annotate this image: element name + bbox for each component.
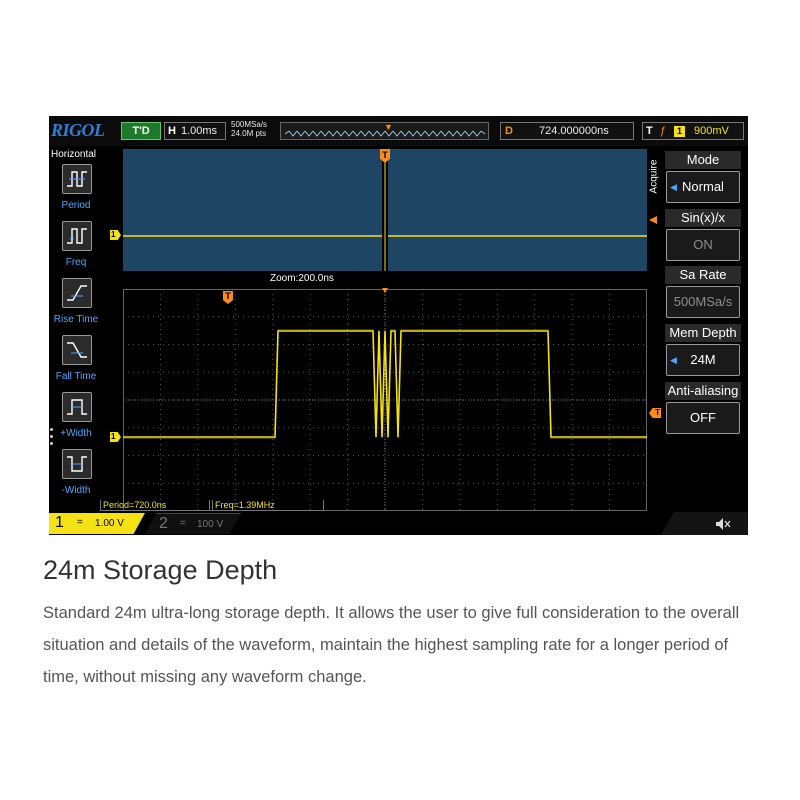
frequency-label: Freq — [65, 257, 87, 268]
mode-value: Normal — [682, 179, 724, 194]
mem-depth-selector[interactable]: ◀ 24M — [666, 344, 740, 376]
zoom-trace-noise — [123, 329, 647, 439]
channel-2-indicator[interactable]: 2 = 100 V — [145, 513, 241, 534]
center-marker — [382, 288, 388, 293]
sa-rate-value[interactable]: 500MSa/s — [666, 286, 740, 318]
delay-box[interactable]: D 724.000000ns — [500, 122, 634, 140]
memory-position-strip[interactable]: ▼ — [280, 122, 489, 140]
sample-rate-readout: 500MSa/s — [231, 120, 268, 129]
negative-width-label: -Width — [61, 485, 91, 496]
period-measurement: Period=720.0ns — [100, 500, 210, 511]
memory-points-readout: 24.0M pts — [231, 129, 267, 138]
timebase-value: 1.00ms — [180, 125, 218, 137]
timebase-box[interactable]: H 1.00ms — [164, 122, 226, 140]
top-status-bar: RIGOL T'D H 1.00ms 500MSa/s 24.0M pts ▼ D… — [49, 116, 748, 146]
trigger-level: 900mV — [694, 125, 729, 137]
channel-2-scale: 100 V — [197, 519, 224, 530]
mode-selector[interactable]: ◀ Normal — [666, 171, 740, 203]
positive-width-button[interactable] — [62, 392, 92, 422]
acquire-section-label: Acquire — [648, 149, 663, 207]
channel-1-indicator[interactable]: 1 = 1.00 V — [49, 513, 145, 534]
trigger-level-marker: T — [649, 408, 661, 418]
horizontal-key: H — [168, 125, 176, 137]
run-state-badge[interactable]: T'D — [121, 122, 161, 140]
trigger-position-icon: ▼ — [384, 122, 393, 132]
acquire-title: Acquire — [648, 159, 660, 194]
mem-depth-value: 24M — [690, 352, 716, 367]
period-button[interactable] — [62, 164, 92, 194]
negative-width-button[interactable] — [62, 449, 92, 479]
oscilloscope-screen: RIGOL T'D H 1.00ms 500MSa/s 24.0M pts ▼ D… — [49, 116, 748, 535]
rigol-logo: RIGOL — [51, 120, 105, 140]
channel-2-number: 2 — [159, 515, 168, 532]
period-icon — [67, 171, 87, 187]
zoom-trigger-marker: T — [223, 291, 233, 304]
sa-rate-label: Sa Rate — [665, 266, 741, 284]
left-arrow-icon: ◀ — [670, 355, 677, 365]
fall-time-icon — [67, 342, 87, 358]
speaker-muted-icon — [716, 518, 731, 530]
main-waveform-plot — [123, 161, 647, 271]
channel-1-number: 1 — [55, 514, 64, 531]
frequency-button[interactable]: ↔ — [62, 221, 92, 251]
channel-2-coupling: = — [180, 518, 186, 529]
positive-width-label: +Width — [60, 428, 92, 439]
main-channel-marker: 1 — [110, 230, 121, 240]
svg-text:↔: ↔ — [68, 233, 76, 242]
zoom-channel-marker: 1 — [110, 432, 121, 442]
mode-label: Mode — [665, 151, 741, 169]
fall-time-button[interactable] — [62, 335, 92, 365]
sinx-toggle[interactable]: ON — [666, 229, 740, 261]
channel-bar: 1 = 1.00 V 2 = 100 V — [49, 512, 748, 535]
sinx-label: Sin(x)/x — [665, 209, 741, 227]
memory-waveform-icon — [285, 131, 486, 137]
channel-1-coupling: = — [77, 517, 83, 528]
menu-title: Horizontal — [51, 149, 97, 160]
anti-aliasing-label: Anti-aliasing — [665, 382, 741, 400]
acquire-menu: Acquire Mode ◀ Normal Sin(x)/x ON Sa Rate… — [648, 149, 748, 449]
zoom-grid — [123, 289, 647, 511]
frequency-measurement: Freq=1.39MHz — [212, 500, 324, 511]
positive-width-icon — [67, 399, 87, 415]
anti-aliasing-toggle[interactable]: OFF — [666, 402, 740, 434]
fall-time-label: Fall Time — [55, 371, 97, 382]
acquisition-info: 500MSa/s 24.0M pts — [231, 120, 267, 138]
main-level-marker — [649, 216, 657, 224]
rise-time-button[interactable] — [62, 278, 92, 308]
frequency-icon: ↔ — [67, 228, 87, 244]
page-indicator — [50, 428, 54, 449]
left-arrow-icon: ◀ — [670, 182, 677, 192]
zoom-waveform-window — [123, 289, 647, 511]
zoom-label: Zoom:200.0ns — [270, 273, 334, 284]
trigger-channel-badge: 1 — [674, 126, 685, 137]
period-label: Period — [61, 200, 91, 211]
negative-width-icon — [67, 456, 87, 472]
rise-time-icon — [67, 285, 87, 301]
main-waveform-window — [123, 149, 647, 271]
trigger-key: T — [646, 125, 653, 137]
delay-value: 724.000000ns — [539, 125, 609, 137]
trigger-box[interactable]: T ƒ 1 900mV — [642, 122, 744, 140]
mem-depth-label: Mem Depth — [665, 324, 741, 342]
page-heading: 24m Storage Depth — [43, 555, 278, 585]
main-trigger-marker: T — [380, 149, 390, 163]
sound-toggle[interactable] — [661, 512, 748, 535]
horizontal-measure-menu: Horizontal Period ↔ Freq Rise Time Fall … — [49, 148, 103, 498]
rising-edge-icon: ƒ — [660, 125, 667, 137]
page-description: Standard 24m ultra-long storage depth. I… — [43, 604, 740, 686]
channel-1-scale: 1.00 V — [95, 518, 124, 529]
delay-key: D — [505, 125, 513, 137]
rise-time-label: Rise Time — [53, 314, 99, 325]
